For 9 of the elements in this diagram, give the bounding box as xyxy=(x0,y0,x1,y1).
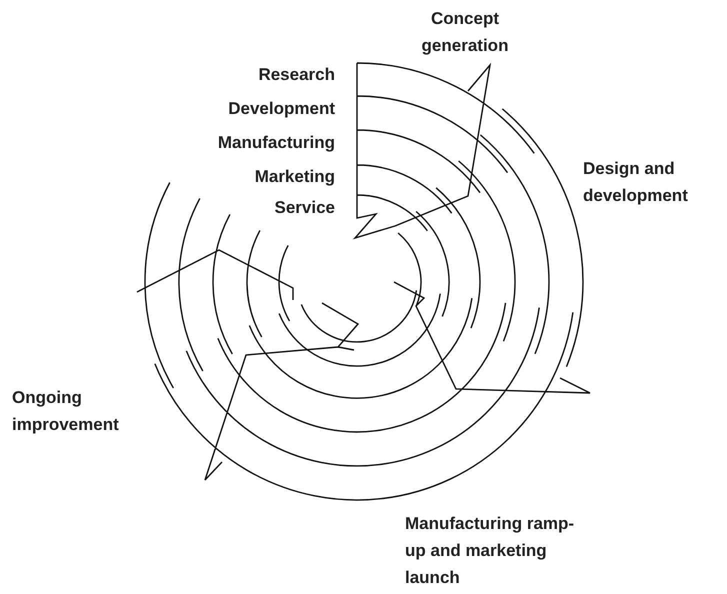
function-label: Service xyxy=(274,198,335,217)
phase-label: Concept generation xyxy=(422,9,508,55)
function-label: Manufacturing xyxy=(218,133,335,152)
phase-label: Design and development xyxy=(583,159,688,205)
phase-label: Ongoing improvement xyxy=(12,388,119,434)
function-label: Marketing xyxy=(254,167,335,186)
function-label: Development xyxy=(228,99,335,118)
function-label: Research xyxy=(258,65,335,84)
phase-label: Manufacturing ramp-up and marketing launch xyxy=(405,514,574,587)
